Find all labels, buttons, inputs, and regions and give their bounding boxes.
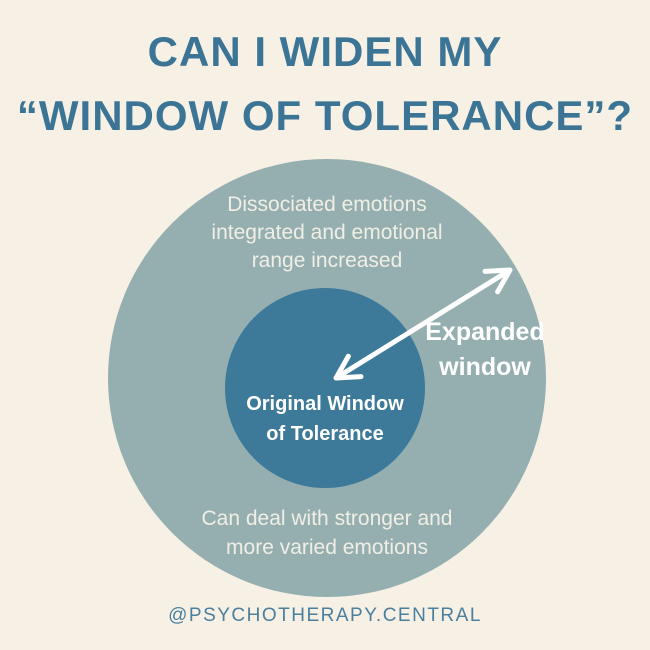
page-title-line-2: “WINDOW OF TOLERANCE”? xyxy=(16,92,634,139)
original-window-label-line-1: Original Window xyxy=(246,393,404,415)
page-title-line-1: CAN I WIDEN MY xyxy=(147,28,503,75)
original-window-circle xyxy=(225,288,425,488)
expanded-window-label: Expanded window xyxy=(405,315,565,385)
expanded-window-label-line-2: window xyxy=(439,353,531,381)
bottom-caption: Can deal with stronger and more varied e… xyxy=(125,504,529,562)
expanded-window-label-line-1: Expanded xyxy=(425,318,545,346)
top-caption-line-3: range increased xyxy=(251,249,403,272)
bottom-caption-line-2: more varied emotions xyxy=(226,536,428,559)
original-window-label-line-2: of Tolerance xyxy=(266,423,384,445)
top-caption: Dissociated emotions integrated and emot… xyxy=(125,191,529,275)
page-title: CAN I WIDEN MY “WINDOW OF TOLERANCE”? xyxy=(0,20,650,148)
top-caption-line-1: Dissociated emotions xyxy=(227,193,427,216)
original-window-label: Original Window of Tolerance xyxy=(225,389,425,449)
bottom-caption-line-1: Can deal with stronger and xyxy=(201,507,453,530)
credit-handle: @PSYCHOTHERAPY.CENTRAL xyxy=(168,605,482,626)
top-caption-line-2: integrated and emotional xyxy=(211,221,443,244)
